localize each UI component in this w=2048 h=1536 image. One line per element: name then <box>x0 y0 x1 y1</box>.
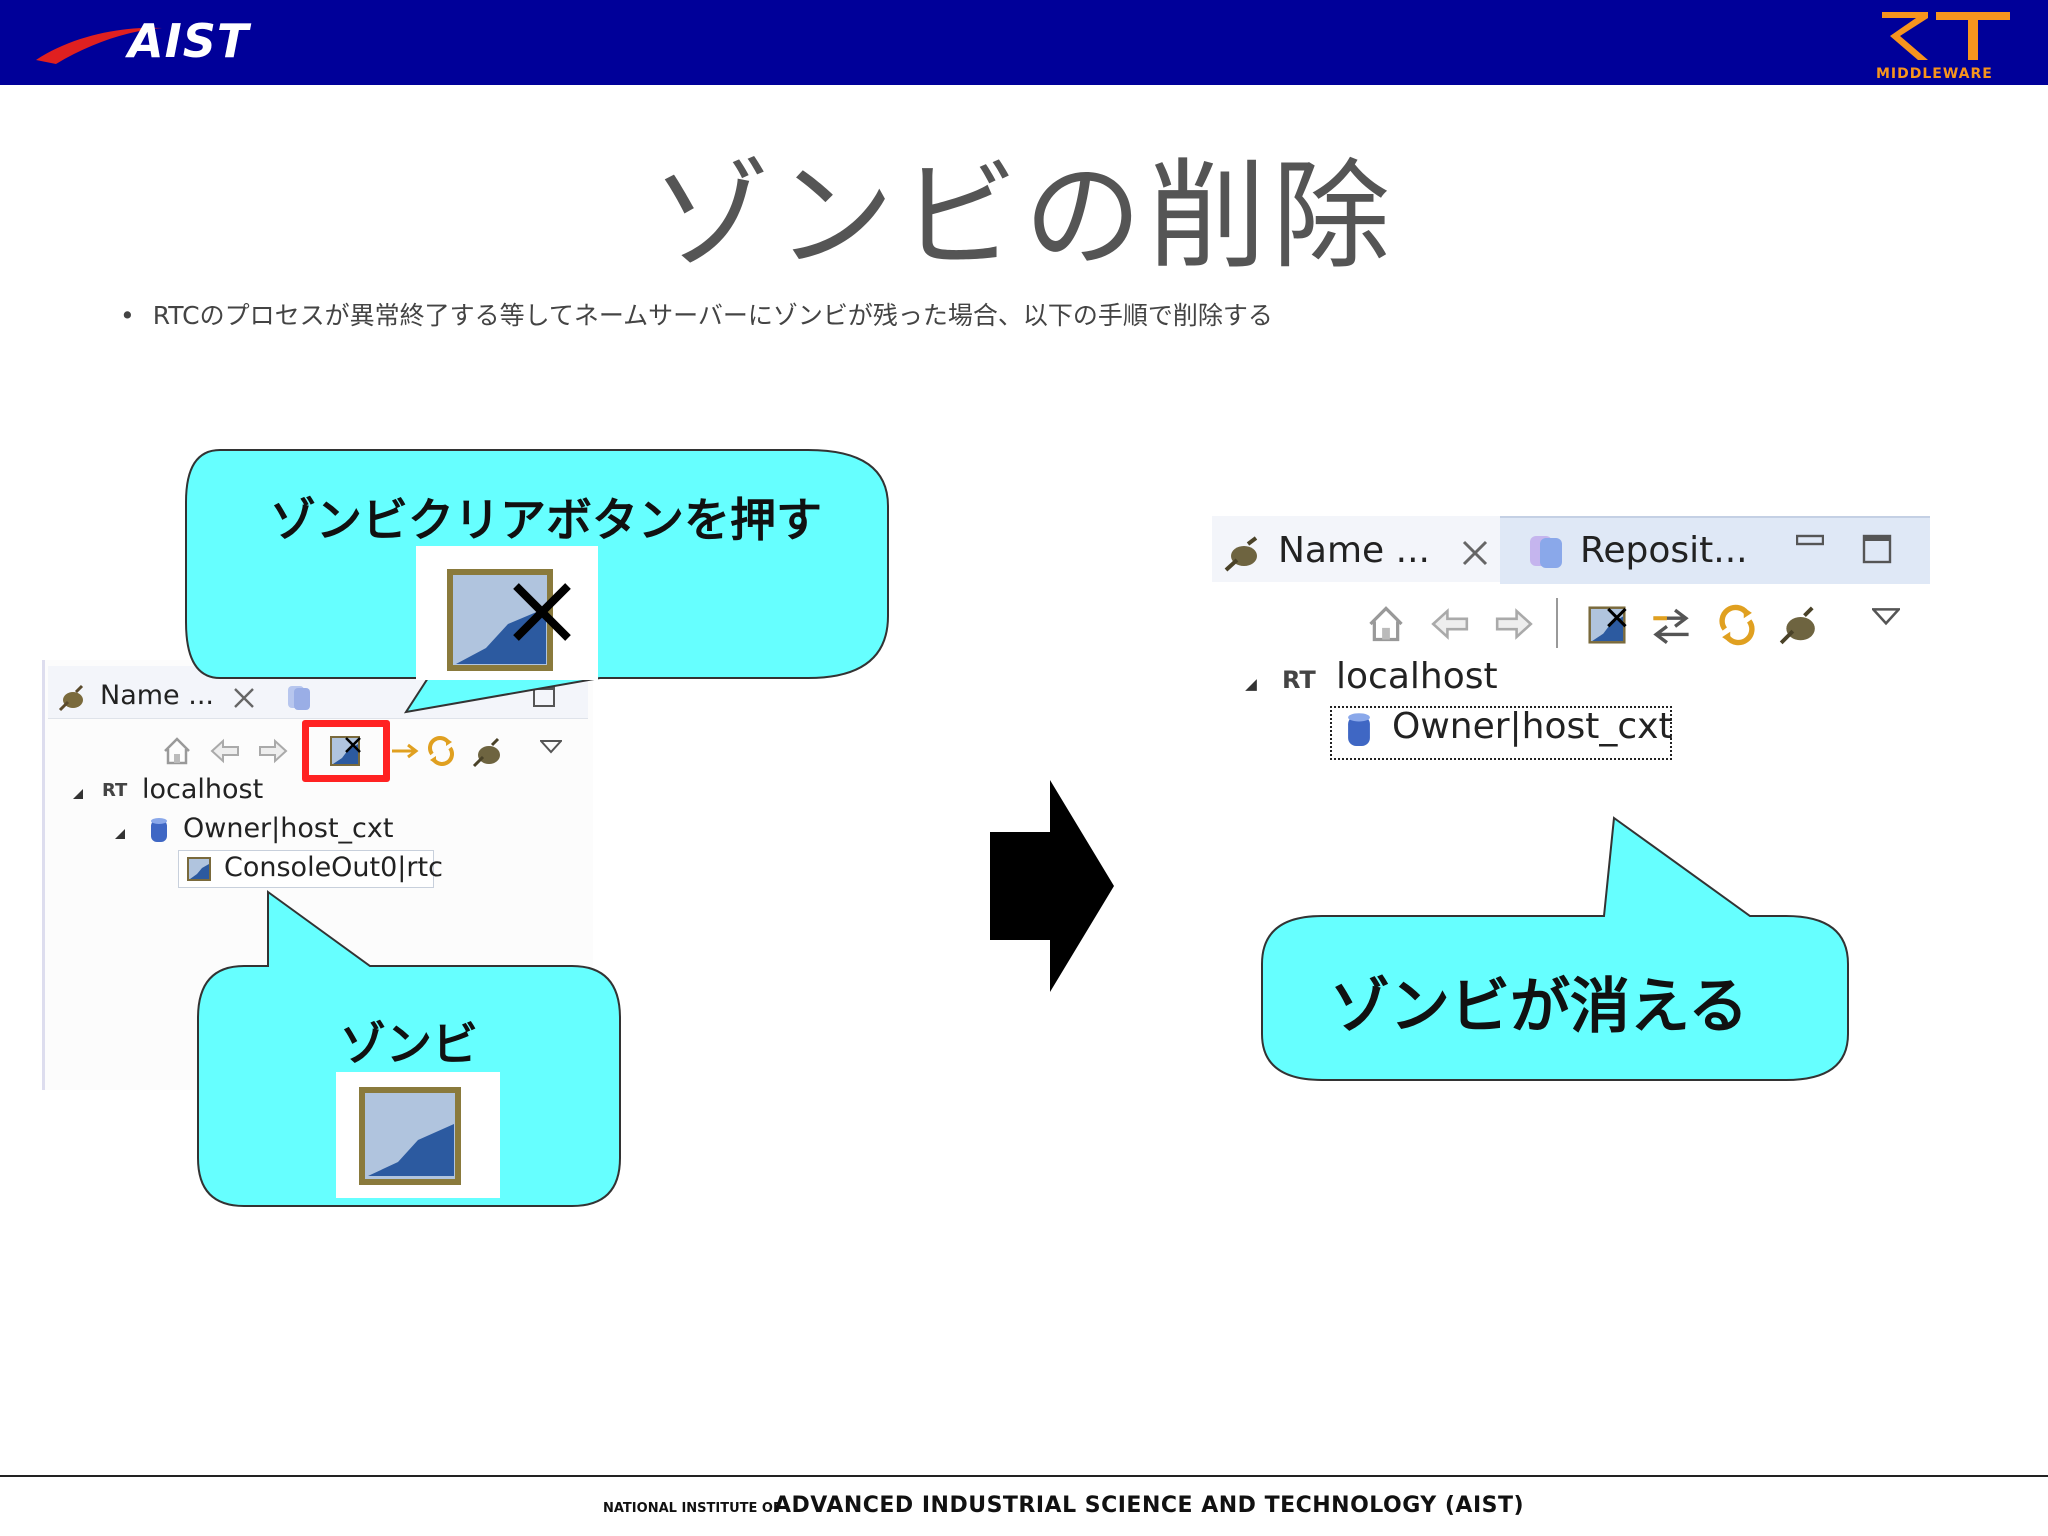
tree-item-zombie-row[interactable] <box>178 850 434 888</box>
right-tab-repository-bg <box>1500 516 1930 584</box>
zombie-clear-icon <box>447 569 571 671</box>
component-icon <box>359 1087 461 1185</box>
nameserver-plug-icon[interactable] <box>470 736 504 770</box>
expand-arrow-icon[interactable] <box>114 828 126 840</box>
toolbar-separator <box>1556 598 1558 648</box>
context-cylinder-icon <box>1348 713 1370 746</box>
forward-arrow-icon[interactable] <box>256 734 290 768</box>
tree-item-localhost[interactable]: localhost <box>1336 656 1498 697</box>
callout-zombie-gone <box>1261 816 1849 1081</box>
repository-icon[interactable] <box>284 682 314 712</box>
close-tab-icon[interactable] <box>1460 538 1490 568</box>
minimize-icon[interactable] <box>1796 534 1824 548</box>
maximize-icon[interactable] <box>1862 534 1892 564</box>
callout-zombie-gone-text: ゾンビが消える <box>1330 972 1749 1042</box>
rt-middleware-label: MIDDLEWARE <box>1876 66 1993 82</box>
tab-name-service[interactable]: Name ... <box>100 680 214 711</box>
back-arrow-icon[interactable] <box>1428 602 1472 646</box>
header-bar <box>0 0 2048 85</box>
refresh-icon[interactable] <box>424 734 458 768</box>
bullet-point: • RTCのプロセスが異常終了する等してネームサーバーにゾンビが残った場合、以下の… <box>120 296 1273 332</box>
zombie-clear-highlight <box>302 720 390 782</box>
tree-item-context[interactable]: Owner|host_cxt <box>183 813 394 844</box>
close-tab-icon[interactable] <box>232 686 256 710</box>
repository-icon[interactable] <box>1526 530 1568 572</box>
callout-zombie <box>197 890 621 1207</box>
tab-name-service[interactable]: Name ... <box>1278 530 1430 571</box>
aist-logo-text: AIST <box>128 14 250 68</box>
connect-icon[interactable] <box>1648 602 1694 648</box>
nameserver-plug-icon[interactable] <box>1776 604 1820 648</box>
rt-badge-icon: RT <box>1282 666 1316 694</box>
tab-repository[interactable]: Reposit... <box>1580 530 1748 571</box>
home-icon[interactable] <box>160 734 194 768</box>
aist-logo <box>36 27 162 64</box>
expand-arrow-icon[interactable] <box>1244 678 1258 692</box>
tree-item-context-row[interactable] <box>1330 706 1672 760</box>
tree-item-context[interactable]: Owner|host_cxt <box>1392 706 1673 747</box>
tree-item-zombie-component[interactable]: ConsoleOut0|rtc <box>224 852 443 883</box>
forward-arrow-icon[interactable] <box>1492 602 1536 646</box>
view-menu-icon[interactable] <box>540 740 562 754</box>
connect-icon[interactable] <box>388 734 422 768</box>
footer-divider <box>0 1475 2048 1477</box>
footer-institute-name: ADVANCED INDUSTRIAL SCIENCE AND TECHNOLO… <box>774 1493 1525 1518</box>
nameserver-plug-icon <box>1224 536 1258 572</box>
component-icon <box>187 857 211 881</box>
bullet-text: RTCのプロセスが異常終了する等してネームサーバーにゾンビが残った場合、以下の手… <box>152 301 1273 330</box>
refresh-icon[interactable] <box>1714 602 1760 648</box>
rt-badge-icon: RT <box>102 780 128 801</box>
back-arrow-icon[interactable] <box>208 734 242 768</box>
zombie-clear-icon[interactable] <box>328 734 362 768</box>
home-icon[interactable] <box>1364 602 1408 646</box>
zombie-clear-icon[interactable] <box>1586 604 1628 646</box>
nameserver-plug-icon <box>58 684 84 712</box>
rt-middleware-logo <box>1882 12 2010 60</box>
slide-title: ゾンビの削除 <box>651 147 1396 285</box>
tree-item-localhost[interactable]: localhost <box>142 774 264 805</box>
footer-prefix: NATIONAL INSTITUTE OF <box>603 1501 782 1516</box>
view-menu-icon[interactable] <box>1872 608 1900 626</box>
callout-press-button-text: ゾンビクリアボタンを押す <box>270 493 822 547</box>
bullet-dot: • <box>120 301 135 330</box>
callout-zombie-text: ゾンビ <box>340 1017 478 1071</box>
expand-arrow-icon[interactable] <box>72 788 84 800</box>
flow-arrow-icon <box>990 780 1114 992</box>
context-cylinder-icon <box>151 818 167 842</box>
